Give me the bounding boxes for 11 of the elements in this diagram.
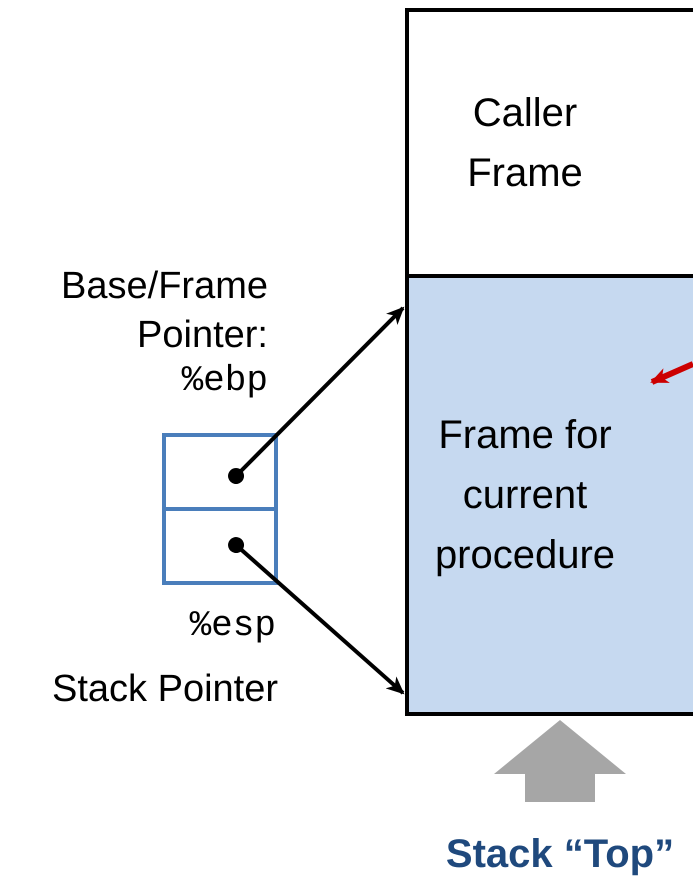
frame-label: Frame for current procedure bbox=[434, 412, 616, 579]
pointer-arrow bbox=[228, 306, 404, 484]
register-name: %ebp bbox=[182, 360, 268, 401]
pointer-arrow bbox=[228, 537, 404, 694]
caption-text: Stack “Top” bbox=[446, 831, 674, 878]
pointer-arrow bbox=[650, 361, 693, 385]
pointer-label: Stack Pointer bbox=[51, 667, 278, 712]
frame-label: Caller Frame bbox=[466, 90, 584, 197]
block-arrow bbox=[494, 720, 626, 802]
pointer-label: Base/Frame Pointer: bbox=[60, 264, 268, 358]
register-name: %esp bbox=[190, 605, 276, 646]
